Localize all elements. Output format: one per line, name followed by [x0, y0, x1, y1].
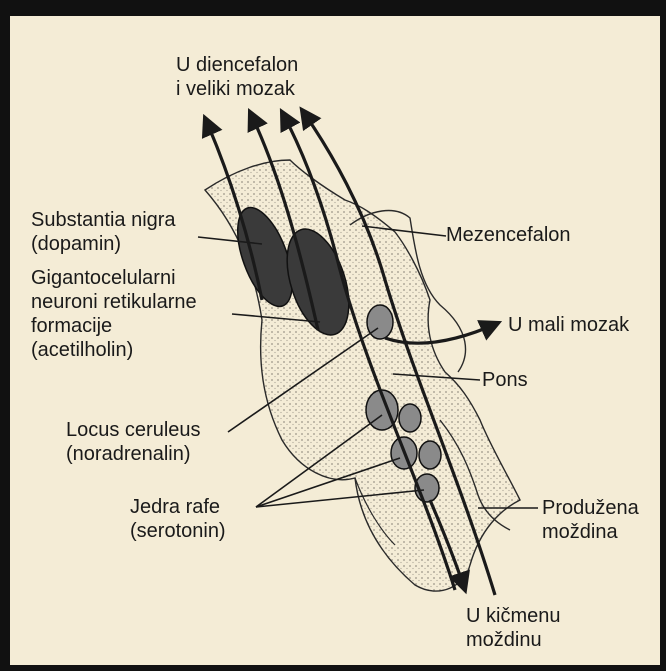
pons-text: Pons — [482, 369, 528, 391]
gigantocelularni-label: Gigantocelularni neuroni retikularne for… — [31, 266, 197, 362]
locus-ceruleus-label: Locus ceruleus (noradrenalin) — [66, 418, 201, 466]
title-line-1: U diencefalon — [176, 53, 298, 77]
raphe-nucleus-2 — [399, 404, 421, 432]
mezencefalon-text: Mezencefalon — [446, 224, 571, 246]
produzena-line-2: moždina — [542, 520, 639, 544]
locus-ceruleus-line-1: Locus ceruleus — [66, 418, 201, 442]
produzena-line-1: Produžena — [542, 496, 639, 520]
raphe-nucleus-4 — [419, 441, 441, 469]
mali-mozak-label: U mali mozak — [508, 313, 629, 337]
gigantocelularni-line-2: neuroni retikularne — [31, 290, 197, 314]
pons-label: Pons — [482, 368, 528, 392]
mezencefalon-label: Mezencefalon — [446, 223, 571, 247]
gigantocelularni-line-4: (acetilholin) — [31, 338, 197, 362]
produzena-label: Produžena moždina — [542, 496, 639, 544]
substantia-nigra-label: Substantia nigra (dopamin) — [31, 208, 176, 256]
locus-ceruleus-nucleus — [367, 305, 393, 339]
substantia-nigra-line-2: (dopamin) — [31, 232, 176, 256]
jedra-rafe-label: Jedra rafe (serotonin) — [130, 495, 226, 543]
title-line-2: i veliki mozak — [176, 77, 298, 101]
mali-mozak-text: U mali mozak — [508, 314, 629, 336]
jedra-rafe-line-2: (serotonin) — [130, 519, 226, 543]
gigantocelularni-line-1: Gigantocelularni — [31, 266, 197, 290]
kicmena-line-2: moždinu — [466, 628, 560, 652]
gigantocelularni-line-3: formacije — [31, 314, 197, 338]
substantia-nigra-line-1: Substantia nigra — [31, 208, 176, 232]
title-label: U diencefalon i veliki mozak — [176, 53, 298, 101]
locus-ceruleus-line-2: (noradrenalin) — [66, 442, 201, 466]
kicmena-line-1: U kičmenu — [466, 604, 560, 628]
kicmena-label: U kičmenu moždinu — [466, 604, 560, 652]
jedra-rafe-line-1: Jedra rafe — [130, 495, 226, 519]
